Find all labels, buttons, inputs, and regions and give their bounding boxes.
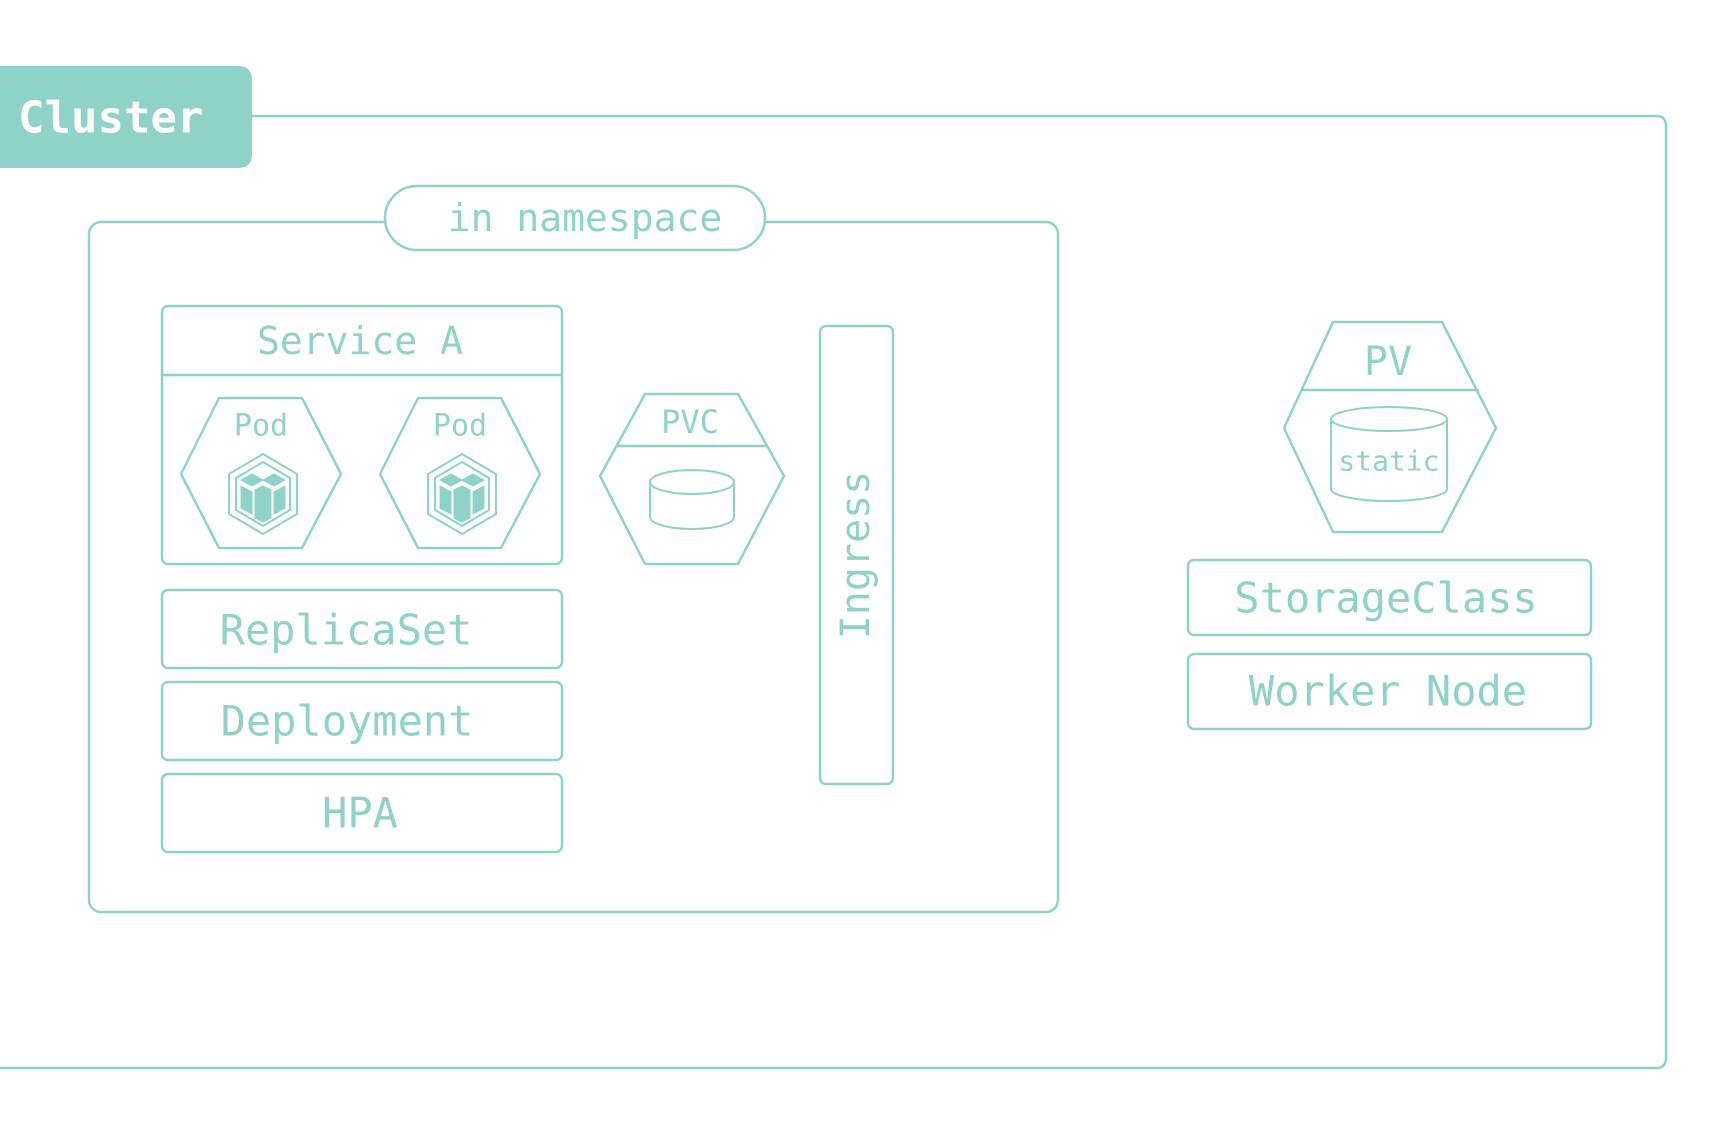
- deployment-label: Deployment: [221, 697, 474, 746]
- pvc-node: PVC: [598, 392, 786, 566]
- storage-class-label: StorageClass: [1234, 574, 1537, 623]
- storage-class-box: StorageClass: [1186, 558, 1593, 637]
- pvc-label: PVC: [661, 403, 719, 441]
- pv-volume-label: static: [1338, 445, 1439, 478]
- cluster-tab: Cluster: [0, 66, 252, 168]
- namespace-pill-bg: [383, 184, 767, 252]
- cluster-tab-bg: [0, 66, 252, 168]
- service-a-box: Service A Pod Pod: [160, 304, 564, 566]
- namespace-label: in namespace: [448, 196, 723, 240]
- service-a-frame: [160, 304, 564, 566]
- pod-2-hexagon: [378, 396, 542, 550]
- ingress-frame: [818, 324, 895, 786]
- worker-node-box: Worker Node: [1186, 652, 1593, 731]
- worker-node-frame: [1186, 652, 1593, 731]
- pv-label: PV: [1364, 339, 1412, 385]
- pod-1-label: Pod: [234, 409, 288, 444]
- pv-hexagon: [1282, 320, 1498, 534]
- pvc-hexagon: [598, 392, 786, 566]
- worker-node-label: Worker Node: [1249, 667, 1527, 716]
- namespace-frame: [87, 220, 1060, 914]
- hpa-frame: [160, 772, 564, 854]
- pv-node: PV static: [1282, 320, 1498, 534]
- service-a-label: Service A: [257, 319, 463, 363]
- deployment-frame: [160, 680, 564, 762]
- replicaset-box: ReplicaSet: [160, 588, 564, 670]
- replicaset-frame: [160, 588, 564, 670]
- hpa-label: HPA: [322, 789, 398, 838]
- pod-2: Pod: [378, 396, 542, 550]
- replicaset-label: ReplicaSet: [220, 606, 473, 655]
- ingress-label: Ingress: [833, 471, 879, 640]
- database-cylinder-icon: [649, 469, 735, 530]
- database-cylinder-icon: [1330, 406, 1448, 502]
- cluster-frame: [0, 114, 1668, 1070]
- pod-1-hexagon: [179, 396, 343, 550]
- pod-2-label: Pod: [433, 409, 487, 444]
- namespace-pill: in namespace: [383, 184, 767, 252]
- cube-icon: [228, 453, 298, 535]
- storage-class-frame: [1186, 558, 1593, 637]
- pod-1: Pod: [179, 396, 343, 550]
- hpa-box: HPA: [160, 772, 564, 854]
- deployment-box: Deployment: [160, 680, 564, 762]
- cluster-label: Cluster: [18, 93, 203, 144]
- cube-icon: [427, 453, 497, 535]
- ingress-box: Ingress: [818, 324, 895, 786]
